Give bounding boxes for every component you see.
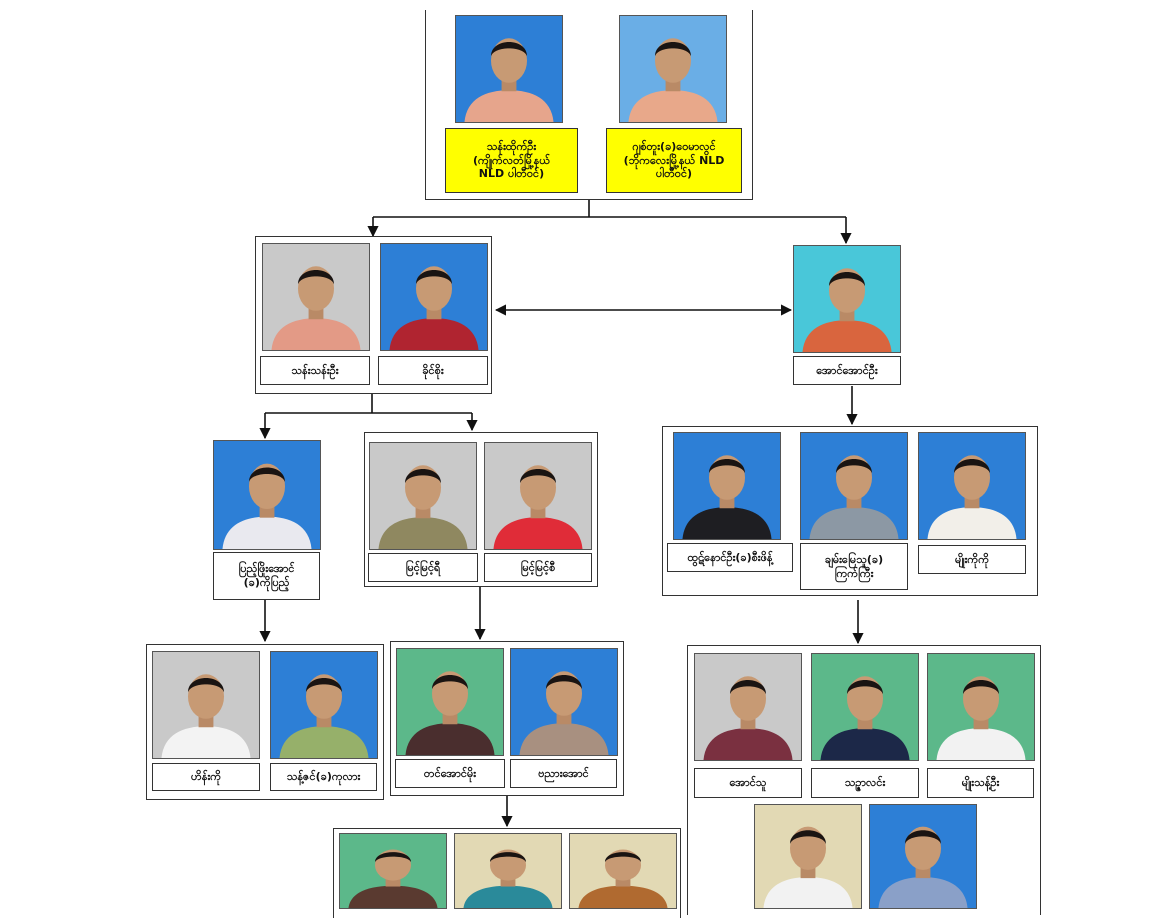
portrait-graphic [695,654,801,760]
person-name-label: ချမ်းမြေသူ(ခ) ကြက်ကြီး [800,543,908,590]
person-name-label: မြင့်မြင့်စီ [484,553,592,582]
portrait-graphic [397,649,503,755]
portrait-graphic [570,834,676,908]
person-photo [369,442,477,550]
person-name-label: သန်းထိုက်ဦး (ကျိုက်လတ်မြို့နယ် NLD ပါတီဝ… [445,128,578,193]
person-photo [510,648,618,756]
person-photo [152,651,260,759]
portrait-graphic [928,654,1034,760]
person-photo [811,653,919,761]
person-photo [455,15,563,123]
person-name-label: ဂျစ်တူး(ခ)ဝေမာလွင် (ဘိုကလေးမြို့နယ် NLD … [606,128,742,193]
person-name-label: မျိုးသန့်ဦး [927,768,1034,798]
portrait-graphic [485,443,591,549]
person-photo [270,651,378,759]
portrait-graphic [271,652,377,758]
portrait-graphic [812,654,918,760]
person-photo [927,653,1035,761]
person-name-label: အောင်အောင်ဦး [793,356,901,385]
portrait-graphic [340,834,446,908]
person-photo [619,15,727,123]
portrait-graphic [455,834,561,908]
person-photo [673,432,781,540]
person-name-label: ထွဋ်နောင်ဦး(ခ)စီးဖိန့် [667,543,793,572]
portrait-graphic [620,16,726,122]
person-name-label: သဉ္ဇာလင်း [811,768,919,798]
person-name-label: မျိုးကိုကို [918,545,1026,574]
person-name-label: ဗညားအောင် [510,759,617,788]
portrait-graphic [511,649,617,755]
portrait-graphic [919,433,1025,539]
portrait-graphic [801,433,907,539]
portrait-graphic [674,433,780,539]
portrait-graphic [214,441,320,549]
person-photo [569,833,677,909]
person-photo [396,648,504,756]
person-photo [694,653,802,761]
person-photo [213,440,321,550]
person-photo [800,432,908,540]
connector-line [265,394,472,414]
portrait-graphic [370,443,476,549]
person-photo [793,245,901,353]
person-name-label: ပြည့်ဖြိုးအောင် (ခ)ကိုပြည့် [213,552,320,600]
person-photo [262,243,370,351]
person-photo [754,804,862,909]
person-name-label: တင်အောင်မိုး [395,759,505,788]
portrait-graphic [755,805,861,908]
portrait-graphic [794,246,900,352]
portrait-graphic [456,16,562,122]
portrait-graphic [153,652,259,758]
person-name-label: မြင့်မြင့်ရီ [368,553,478,582]
person-photo [869,804,977,909]
person-photo [918,432,1026,540]
person-photo [380,243,488,351]
person-name-label: ခိုင်စိုး [378,356,488,385]
person-name-label: အောင်သူ [694,768,802,798]
person-name-label: သန့်ဇင်(ခ)ကုလား [270,763,377,791]
portrait-graphic [870,805,976,908]
portrait-graphic [381,244,487,350]
person-photo [339,833,447,909]
connector-line [373,200,846,218]
person-photo [454,833,562,909]
person-photo [484,442,592,550]
person-name-label: ဟိန်းကို [152,763,260,791]
person-name-label: သန်းသန်းဦး [260,356,370,385]
portrait-graphic [263,244,369,350]
